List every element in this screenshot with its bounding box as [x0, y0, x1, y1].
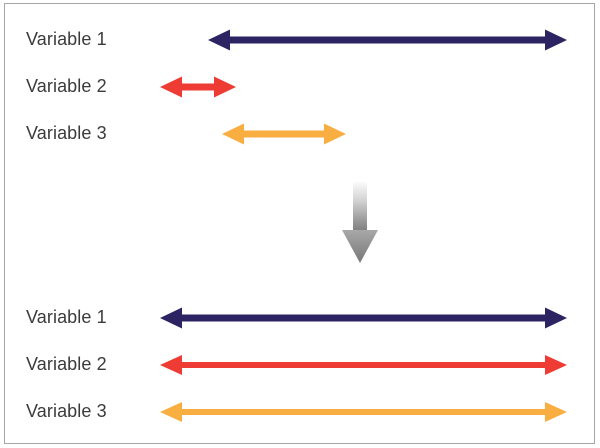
transition-down-arrow	[342, 182, 378, 263]
bottom-label-variable-2: Variable 2	[26, 354, 107, 374]
top-label-variable-1: Variable 1	[26, 29, 107, 49]
bottom-label-variable-1: Variable 1	[26, 307, 107, 327]
bottom-arrow-variable-2	[160, 355, 567, 375]
bottom-label-variable-3: Variable 3	[26, 401, 107, 421]
bottom-arrow-variable-1	[160, 307, 567, 329]
bottom-arrow-variable-3	[160, 402, 567, 422]
top-label-variable-2: Variable 2	[26, 76, 107, 96]
top-label-variable-3: Variable 3	[26, 123, 107, 143]
top-arrow-variable-2	[160, 76, 236, 98]
top-arrow-variable-1	[208, 29, 567, 51]
top-arrow-variable-3	[222, 123, 346, 145]
top-arrows-svg	[160, 29, 567, 145]
figure-border	[4, 3, 595, 444]
bottom-arrows-svg	[160, 307, 567, 422]
